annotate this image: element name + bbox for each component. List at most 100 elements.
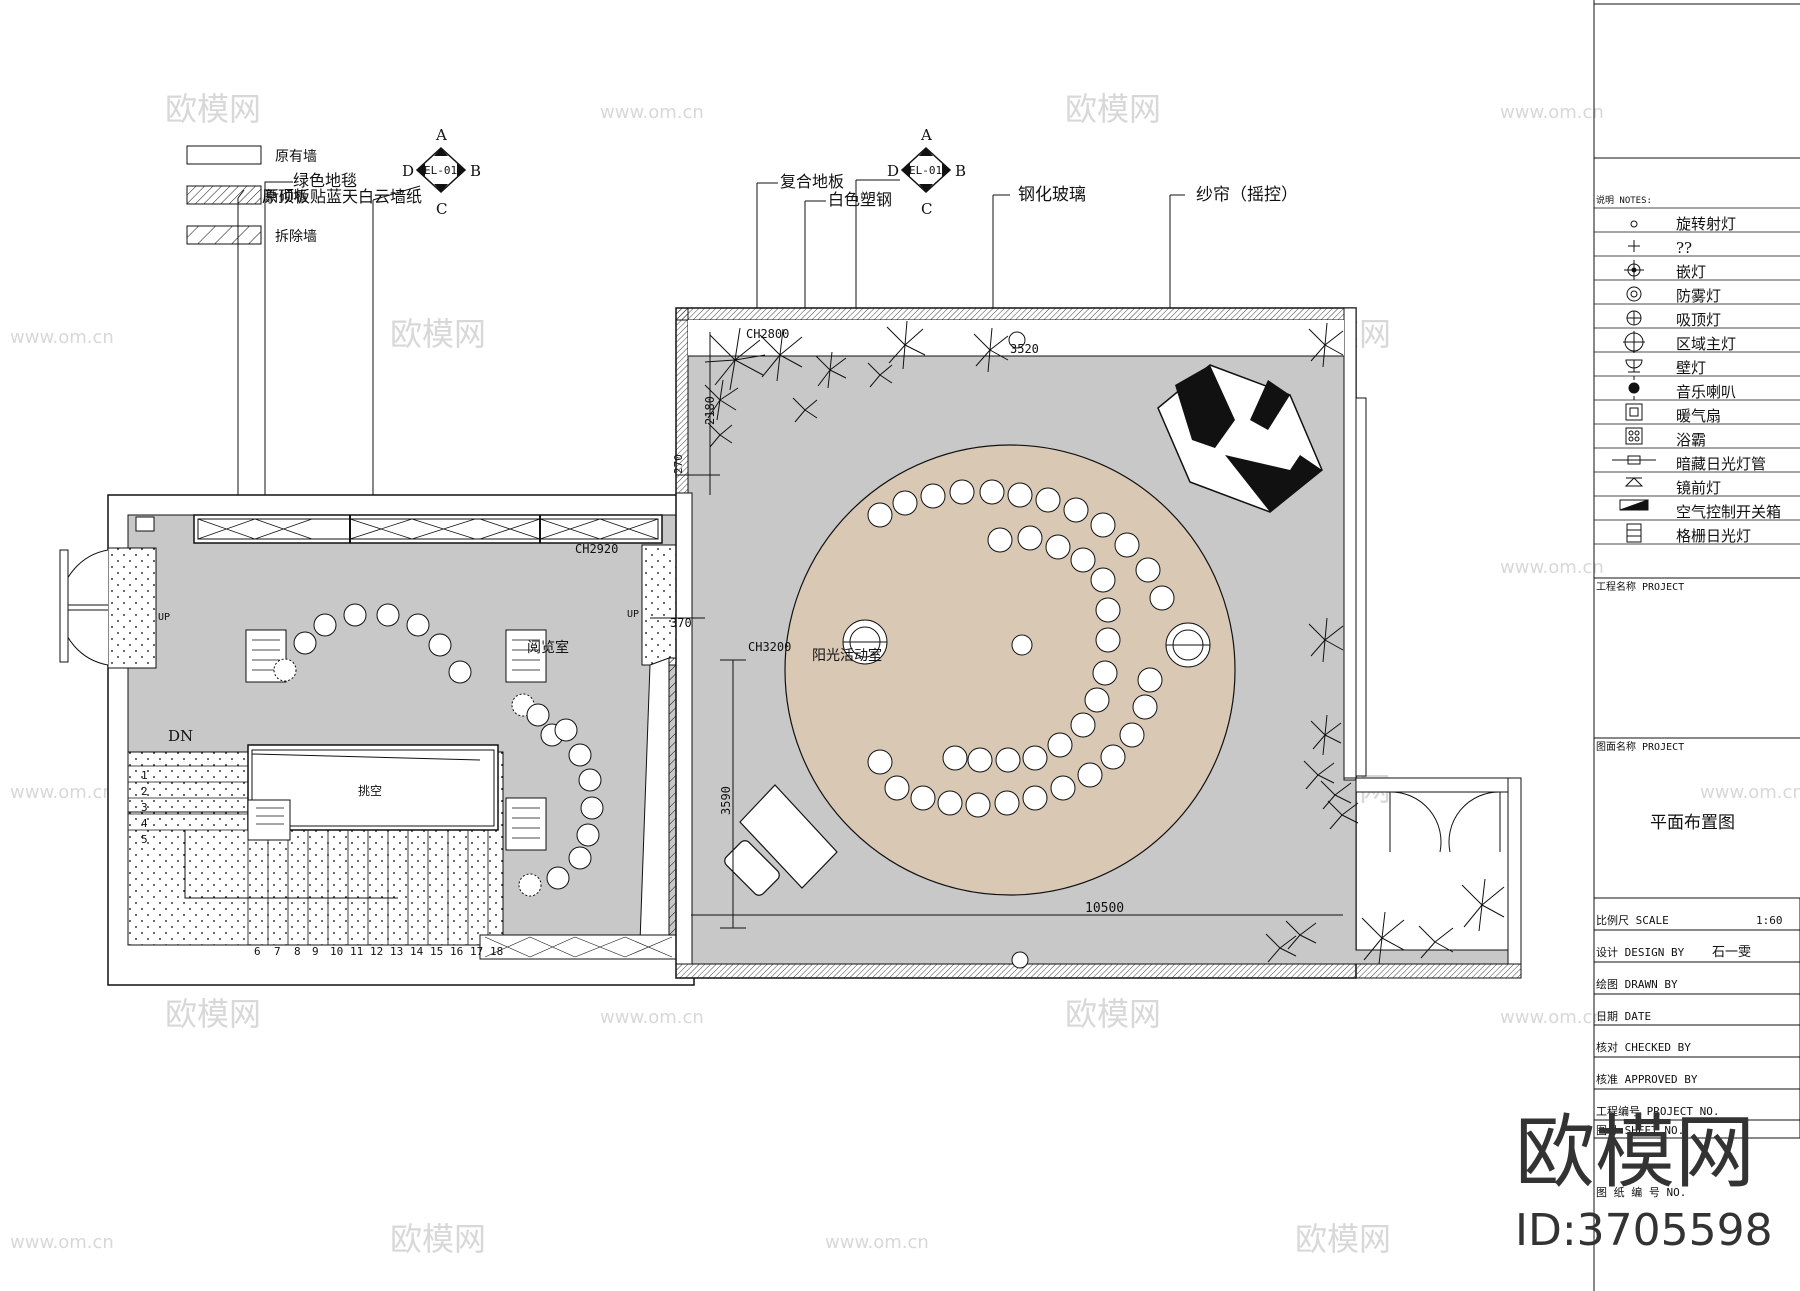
wall-light-icon (1625, 359, 1643, 373)
elevation-marker-right: EL-01 A B C D (887, 126, 966, 218)
legend-swatch-new (186, 185, 262, 205)
svg-text:7: 7 (274, 945, 281, 958)
svg-text:EL-01: EL-01 (424, 164, 457, 177)
ceiling-light-icon (1626, 310, 1642, 326)
svg-text:14: 14 (410, 945, 424, 958)
watermark-url: www.om.cn (1700, 782, 1800, 803)
watermark-url: www.om.cn (600, 102, 704, 123)
svg-text:12: 12 (370, 945, 383, 958)
mirror-light-icon (1624, 477, 1644, 487)
stool-group-right (867, 479, 1175, 818)
svg-text:17: 17 (470, 945, 483, 958)
dimension-label: 370 (670, 616, 692, 630)
sunshine-room (675, 307, 1522, 979)
legend-swatch-existing (186, 145, 262, 165)
svg-text:1: 1 (141, 769, 148, 782)
double-circle-icon (1626, 286, 1642, 302)
plant-group (704, 320, 1505, 965)
svg-text:??: ?? (1676, 239, 1692, 257)
dimension-label: 2180 (703, 396, 717, 425)
dimension-label: 270 (672, 454, 685, 474)
title-block-rows: 比例尺 SCALE 1:60 设计 DESIGN BY 石一雯 绘图 DRAWN… (1596, 913, 1783, 1199)
svg-text:1:60: 1:60 (1756, 914, 1783, 927)
svg-text:浴霸: 浴霸 (1676, 431, 1706, 449)
svg-text:镜前灯: 镜前灯 (1676, 479, 1721, 497)
drawing-name-label: 图面名称 PROJECT (1596, 740, 1684, 753)
svg-text:嵌灯: 嵌灯 (1676, 263, 1706, 281)
room-label-sunshine: 阳光活动室 (812, 647, 882, 664)
legend-label: 拆除墙 (275, 229, 317, 245)
svg-text:旋转射灯: 旋转射灯 (1676, 215, 1736, 233)
grille-light-icon (1626, 523, 1642, 543)
svg-text:图号 SHEET NO.: 图号 SHEET NO. (1596, 1124, 1684, 1137)
elevation-marker-left: EL-01 A B C D (402, 126, 481, 218)
svg-text:石一雯: 石一雯 (1712, 945, 1751, 960)
legend-swatch-demolish (186, 225, 262, 245)
dimension-label: 3590 (719, 786, 733, 815)
watermark-url: www.om.cn (10, 1232, 114, 1253)
watermark-brand: 欧模网 (390, 315, 486, 353)
svg-text:3: 3 (141, 801, 148, 814)
notes-labels: 旋转射灯 ?? 嵌灯 防雾灯 吸顶灯 区域主灯 壁灯 音乐喇叭 暖气扇 浴霸 暗… (1676, 215, 1781, 545)
svg-text:5: 5 (141, 833, 148, 846)
svg-text:绘图 DRAWN BY: 绘图 DRAWN BY (1596, 977, 1678, 991)
watermark-brand: 欧模网 (165, 995, 261, 1033)
svg-text:比例尺 SCALE: 比例尺 SCALE (1596, 913, 1669, 927)
svg-text:18: 18 (490, 945, 503, 958)
reading-table (245, 629, 547, 851)
svg-text:B: B (470, 162, 481, 180)
lounge-chair (724, 784, 838, 896)
watermark-brand: 欧模网 (1065, 995, 1161, 1033)
callout-composite-floor: 复合地板 (780, 172, 844, 191)
svg-text:10: 10 (330, 945, 343, 958)
legend-label: 新砌墙 (265, 189, 307, 205)
svg-text:壁灯: 壁灯 (1676, 359, 1706, 377)
callout-tempered-glass: 钢化玻璃 (1018, 185, 1086, 205)
main-light-icon (1623, 331, 1645, 353)
watermark-url: www.om.cn (1500, 557, 1604, 578)
legend-label: 原有墙 (275, 149, 317, 165)
dimension-label: 10500 (1085, 901, 1124, 916)
svg-text:B: B (955, 162, 966, 180)
notes-icons (1612, 220, 1656, 543)
switch-box-icon (1619, 499, 1649, 511)
watermark-url: www.om.cn (1500, 1007, 1604, 1028)
svg-text:15: 15 (430, 945, 443, 958)
watermark-url: www.om.cn (10, 327, 114, 348)
reading-room (59, 494, 695, 986)
speaker-icon (1628, 376, 1640, 400)
stair-up-label: UP (158, 612, 170, 623)
watermark-brand: 欧模网 (1065, 90, 1161, 128)
svg-text:4: 4 (141, 817, 148, 830)
svg-text:工程编号 PROJECT NO.: 工程编号 PROJECT NO. (1596, 1104, 1719, 1118)
heater-icon (1625, 403, 1643, 421)
watermark-id: ID:3705598 (1515, 1205, 1773, 1256)
callout-white-plastic-steel: 白色塑钢 (828, 190, 892, 209)
watermark-brand: 欧模网 (1295, 1220, 1391, 1258)
watermark-brand: 欧模网 (390, 1220, 486, 1258)
svg-text:格栅日光灯: 格栅日光灯 (1676, 527, 1751, 545)
svg-text:11: 11 (350, 945, 363, 958)
ceiling-height-label: CH3200 (748, 640, 791, 654)
svg-text:6: 6 (254, 945, 261, 958)
wall-legend: 原有墙 新砌墙 拆除墙 (186, 145, 317, 245)
small-cross-icon (1628, 240, 1640, 252)
svg-text:核对 CHECKED BY: 核对 CHECKED BY (1596, 1040, 1691, 1054)
svg-text:吸顶灯: 吸顶灯 (1676, 311, 1721, 329)
svg-text:A: A (435, 126, 447, 144)
project-label: 工程名称 PROJECT (1596, 580, 1684, 593)
svg-text:设计 DESIGN BY: 设计 DESIGN BY (1596, 946, 1685, 959)
svg-text:区域主灯: 区域主灯 (1676, 335, 1736, 353)
watermark-url: www.om.cn (1500, 102, 1604, 123)
svg-text:C: C (436, 200, 447, 218)
svg-text:暗藏日光灯管: 暗藏日光灯管 (1676, 455, 1766, 473)
svg-text:16: 16 (450, 945, 463, 958)
svg-text:A: A (920, 126, 932, 144)
svg-text:D: D (887, 162, 899, 180)
dimension-lines (650, 332, 1343, 929)
callout-wallpaper: 原顶板贴蓝天白云墙纸 (262, 187, 422, 206)
svg-text:2: 2 (141, 785, 148, 798)
svg-text:13: 13 (390, 945, 403, 958)
bath-heater-icon (1625, 427, 1643, 445)
